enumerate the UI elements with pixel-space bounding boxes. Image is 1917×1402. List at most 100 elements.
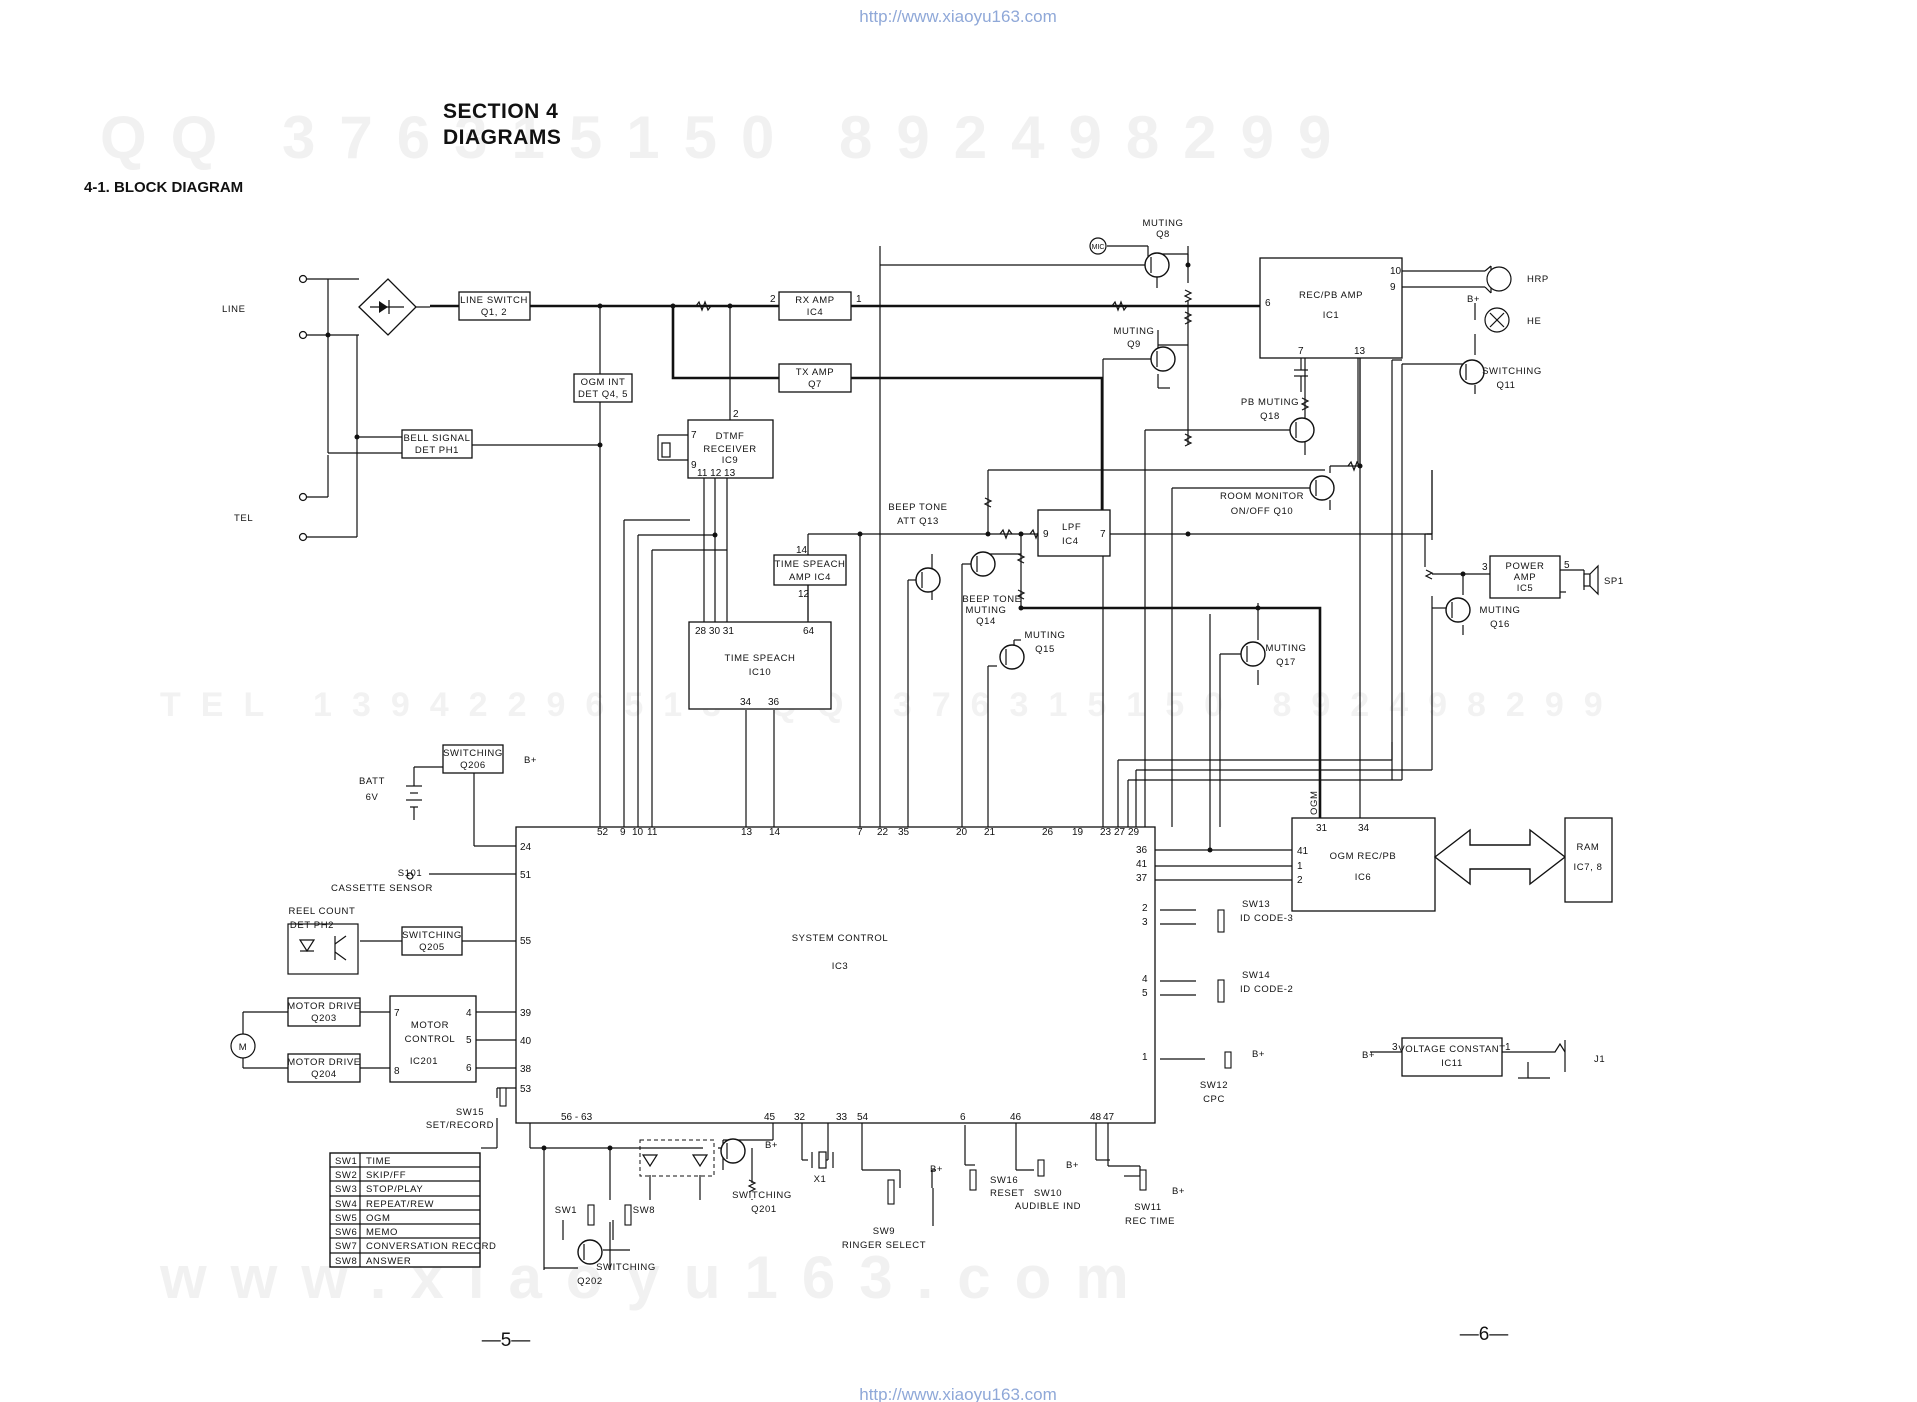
- svg-text:IC1: IC1: [1323, 310, 1340, 321]
- section-number: SECTION 4: [443, 100, 558, 123]
- svg-text:34: 34: [740, 697, 752, 708]
- svg-text:X1: X1: [814, 1174, 827, 1185]
- svg-text:5: 5: [1564, 560, 1570, 571]
- svg-text:AMP IC4: AMP IC4: [789, 572, 831, 583]
- svg-text:B+: B+: [1362, 1050, 1375, 1061]
- svg-text:13: 13: [741, 827, 753, 838]
- svg-text:CONTROL: CONTROL: [405, 1034, 456, 1045]
- jack-j1: [1528, 1040, 1566, 1072]
- line-terminal-1: [298, 274, 308, 284]
- svg-text:6V: 6V: [366, 792, 379, 803]
- tel-terminal-2: [298, 532, 308, 542]
- svg-text:SWITCHING: SWITCHING: [402, 930, 462, 941]
- svg-text:13: 13: [1354, 346, 1366, 357]
- transistor-q202: [577, 1239, 603, 1265]
- svg-text:Q17: Q17: [1276, 657, 1296, 668]
- svg-text:M: M: [239, 1042, 248, 1053]
- svg-text:10: 10: [1390, 266, 1402, 277]
- svg-text:B+: B+: [1066, 1160, 1079, 1171]
- watermark-url-top: http://www.xiaoyu163.com: [859, 7, 1056, 26]
- resistors: [695, 289, 1434, 1193]
- svg-text:26: 26: [1042, 827, 1054, 838]
- watermark-band-2: TEL 13942296513 QQ 376315150 892498299: [160, 686, 1623, 724]
- svg-text:SW16: SW16: [990, 1175, 1018, 1186]
- watermark-band-1: QQ 376315150 892498299: [100, 104, 1355, 171]
- wiring-thin: [242, 245, 1585, 1270]
- svg-text:B+: B+: [930, 1164, 943, 1175]
- svg-text:LINE SWITCH: LINE SWITCH: [460, 295, 528, 306]
- svg-text:2: 2: [1297, 875, 1303, 886]
- svg-text:CPC: CPC: [1203, 1094, 1225, 1105]
- svg-text:48: 48: [1090, 1112, 1102, 1123]
- block-ogm-rec-pb: OGM REC/PB IC6 31 34 41 1 2: [1291, 817, 1436, 912]
- svg-text:RESET: RESET: [990, 1188, 1025, 1199]
- transistor-q13: [915, 567, 941, 593]
- section-title: DIAGRAMS: [443, 126, 561, 149]
- svg-text:64: 64: [803, 626, 815, 637]
- svg-text:14: 14: [796, 545, 808, 556]
- svg-text:51: 51: [520, 870, 532, 881]
- svg-text:OGM: OGM: [366, 1213, 391, 1224]
- svg-text:3: 3: [1392, 1042, 1398, 1053]
- svg-text:7: 7: [1100, 529, 1106, 540]
- svg-text:5: 5: [1142, 988, 1148, 999]
- svg-text:2: 2: [770, 294, 776, 305]
- motor: M: [230, 1033, 256, 1059]
- svg-text:19: 19: [1072, 827, 1084, 838]
- svg-text:14: 14: [769, 827, 781, 838]
- svg-text:VOLTAGE CONSTANT: VOLTAGE CONSTANT: [1398, 1044, 1505, 1055]
- block-system-control: SYSTEM CONTROL IC3: [515, 826, 1156, 1124]
- svg-text:7: 7: [691, 430, 697, 441]
- svg-text:SW11: SW11: [1134, 1202, 1162, 1213]
- svg-text:MOTOR: MOTOR: [411, 1020, 449, 1031]
- svg-text:POWER: POWER: [1506, 561, 1545, 572]
- svg-text:Q11: Q11: [1496, 380, 1515, 391]
- svg-text:SW7: SW7: [335, 1241, 357, 1252]
- svg-text:IC201: IC201: [410, 1056, 438, 1067]
- svg-text:SW13: SW13: [1242, 899, 1270, 910]
- svg-text:REPEAT/REW: REPEAT/REW: [366, 1199, 434, 1210]
- svg-text:SP1: SP1: [1604, 576, 1624, 587]
- watermark-band-3: www.xiaoyu163.com: [159, 1244, 1153, 1311]
- svg-text:B+: B+: [1467, 294, 1480, 305]
- block-rec-pb-amp: REC/PB AMP IC1 10 9 6 7 13: [1259, 257, 1403, 359]
- svg-text:MUTING: MUTING: [1024, 630, 1065, 641]
- svg-text:TX AMP: TX AMP: [796, 367, 834, 378]
- svg-text:DTMF: DTMF: [716, 431, 745, 442]
- svg-text:J1: J1: [1594, 1054, 1605, 1065]
- svg-text:REC/PB AMP: REC/PB AMP: [1299, 290, 1363, 301]
- block-time-speach-amp: TIME SPEACH AMP IC4 14 12: [773, 545, 847, 600]
- svg-text:Q16: Q16: [1490, 619, 1510, 630]
- svg-text:CONVERSATION RECORD: CONVERSATION RECORD: [366, 1241, 497, 1252]
- svg-text:RX AMP: RX AMP: [795, 295, 835, 306]
- svg-text:AUDIBLE IND: AUDIBLE IND: [1015, 1201, 1081, 1212]
- svg-text:Q202: Q202: [577, 1276, 603, 1287]
- svg-text:OGM INT: OGM INT: [581, 377, 626, 388]
- block-motor-control: MOTOR CONTROL IC201 7 8 4 5 6: [389, 995, 477, 1083]
- svg-text:SW5: SW5: [335, 1213, 357, 1224]
- svg-text:4: 4: [466, 1008, 472, 1019]
- svg-text:SW2: SW2: [335, 1170, 357, 1181]
- svg-text:TIME: TIME: [366, 1156, 391, 1167]
- svg-text:IC9: IC9: [722, 455, 739, 466]
- svg-text:Q205: Q205: [419, 942, 445, 953]
- svg-text:Q15: Q15: [1035, 644, 1055, 655]
- svg-text:SW12: SW12: [1200, 1080, 1228, 1091]
- svg-text:ID CODE-2: ID CODE-2: [1240, 984, 1293, 995]
- svg-text:1: 1: [1505, 1042, 1511, 1053]
- svg-text:9: 9: [1390, 282, 1396, 293]
- svg-text:34: 34: [1358, 823, 1370, 834]
- tel-terminal-1: [298, 492, 308, 502]
- svg-text:20: 20: [956, 827, 968, 838]
- svg-text:SYSTEM CONTROL: SYSTEM CONTROL: [792, 933, 889, 944]
- svg-text:11 12 13: 11 12 13: [697, 468, 736, 479]
- svg-text:SKIP/FF: SKIP/FF: [366, 1170, 406, 1181]
- svg-text:IC3: IC3: [832, 961, 849, 972]
- svg-text:MEMO: MEMO: [366, 1227, 398, 1238]
- system-control-pins: 52 9 10 11 13 14 7 22 35 20 21 26 19 23 …: [520, 827, 1148, 1123]
- svg-text:BEEP TONE: BEEP TONE: [962, 594, 1021, 605]
- svg-text:36: 36: [768, 697, 780, 708]
- svg-text:BATT: BATT: [359, 776, 385, 787]
